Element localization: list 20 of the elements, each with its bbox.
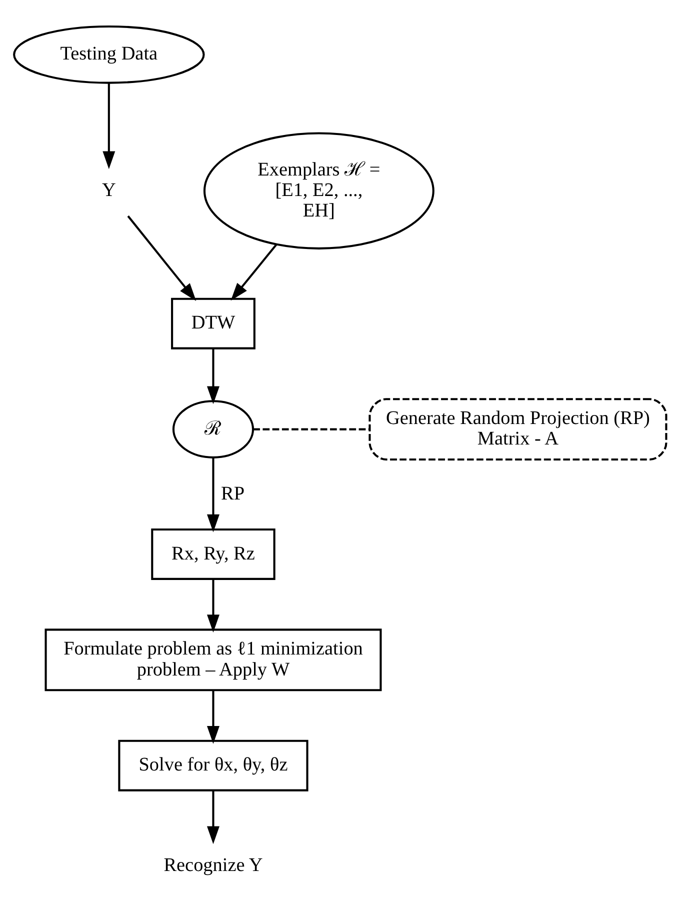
node-box: Solve for θx, θy, θz [118, 740, 308, 792]
node-box: DTW [171, 298, 256, 350]
arrow [102, 83, 116, 170]
arrow [206, 690, 220, 744]
connector [253, 428, 370, 430]
arrow [206, 790, 220, 844]
arrow [127, 215, 196, 301]
node-box: Generate Random Projection (RP) Matrix - A [368, 398, 668, 461]
arrow [206, 458, 220, 532]
arrow [206, 578, 220, 632]
arrow [230, 244, 278, 301]
node-text: Recognize Y [164, 854, 263, 876]
node-text: Y [102, 180, 116, 201]
node-ellipse: Exemplars ℋ = [E1, E2, ..., EH] [203, 132, 434, 250]
edge-label: RP [221, 484, 245, 505]
node-box: Rx, Ry, Rz [151, 528, 276, 580]
node-ellipse: ℛ [172, 400, 254, 458]
node-box: Formulate problem as ℓ1 minimization problem – Apply W [44, 628, 382, 692]
node-ellipse: Testing Data [13, 25, 205, 84]
arrow [206, 348, 220, 404]
